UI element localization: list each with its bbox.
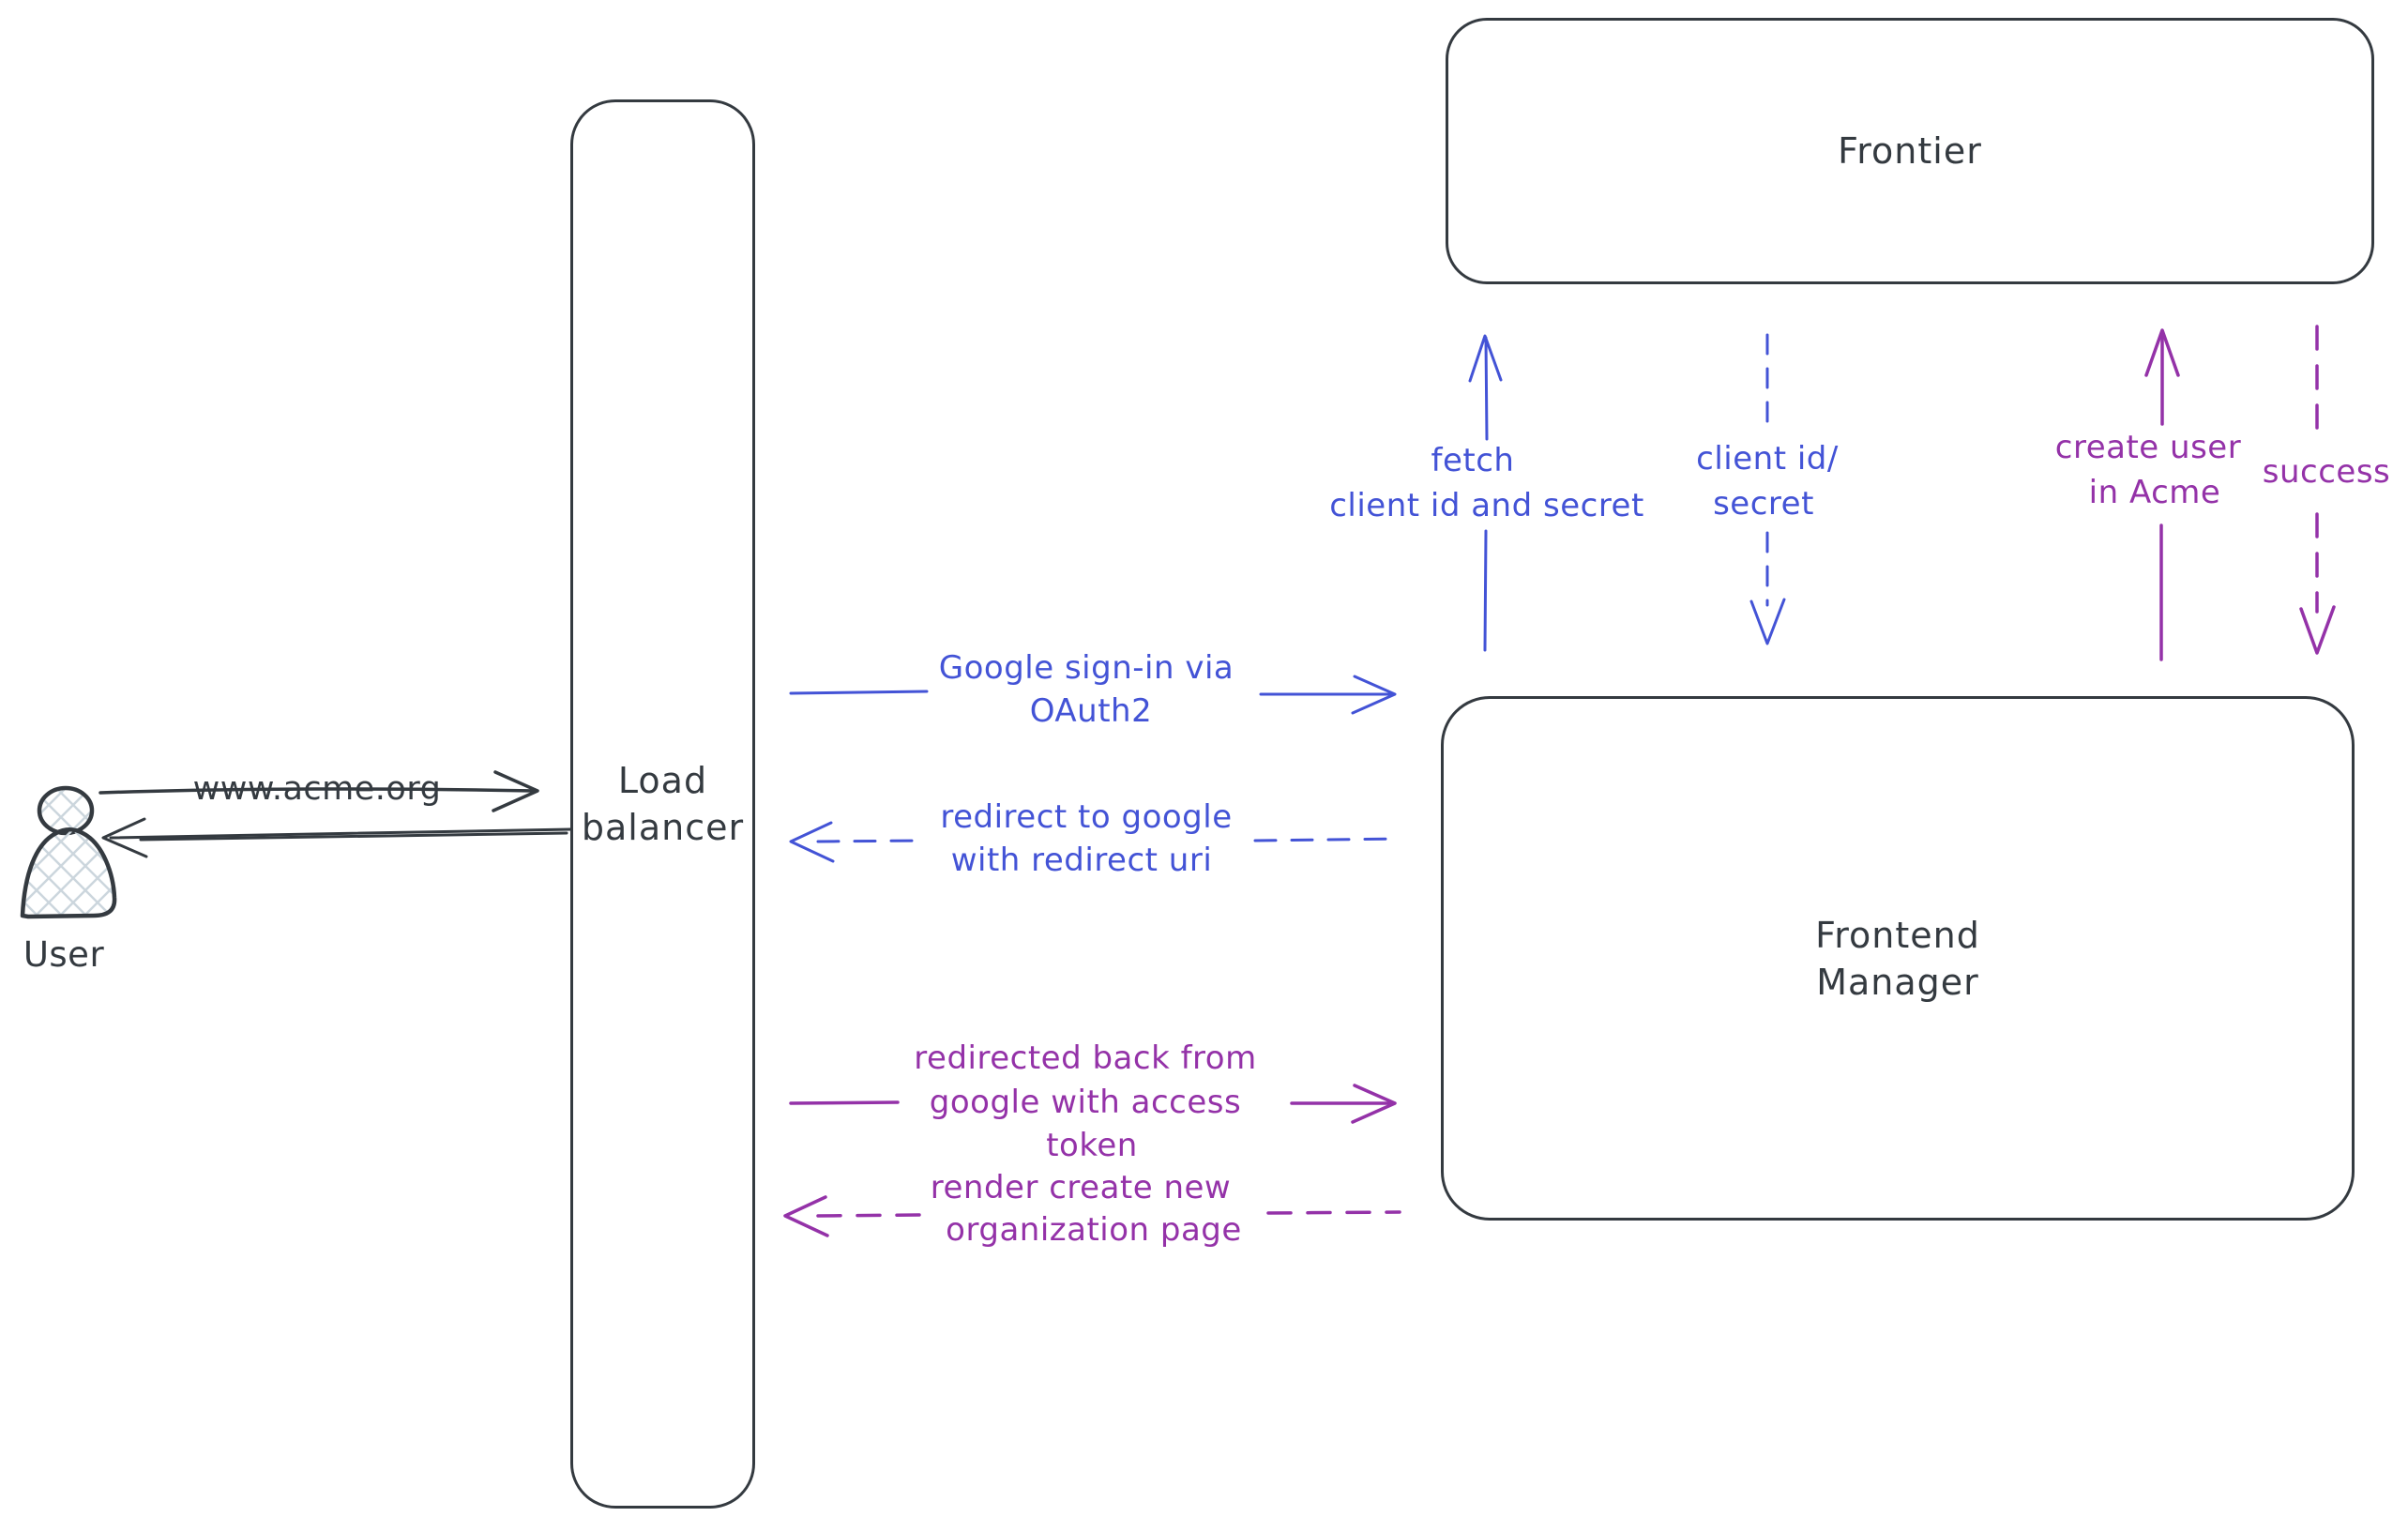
frontend-manager-label-line2: Manager [1816, 961, 1979, 1003]
edge-label-fetch-line2: client id and secret [1329, 487, 1644, 524]
edge-label-render-org-line2: organization page [946, 1211, 1242, 1249]
node-load-balancer[interactable]: Load balancer [570, 99, 755, 1509]
edge-label-create-user-line2: in Acme [2088, 474, 2221, 511]
edge-label-client-id-line1: client id/ [1696, 440, 1839, 478]
edge-label-www-acme-org: www.acme.org [192, 770, 442, 808]
arrow-redirected-back[interactable] [789, 1084, 1397, 1124]
edge-label-success: success [2262, 453, 2391, 491]
node-frontier[interactable]: Frontier [1446, 18, 2374, 284]
user-label: User [23, 934, 105, 975]
arrow-client-id-secret[interactable] [1749, 333, 1786, 645]
edge-label-redirect-google-line2: with redirect uri [950, 842, 1213, 879]
arrow-create-user[interactable] [2144, 328, 2180, 661]
edge-label-redirected-back-line2: google with access [929, 1084, 1242, 1121]
arrow-user-to-lb[interactable] [98, 770, 539, 812]
load-balancer-label-line1: Load [617, 760, 708, 801]
edge-label-google-signin-line1: Google sign-in via [938, 649, 1234, 687]
arrow-success[interactable] [2299, 325, 2336, 655]
load-balancer-label-line2: balancer [581, 807, 745, 848]
arrow-lb-to-user[interactable] [101, 817, 572, 858]
arrow-redirect-google[interactable] [789, 821, 1401, 863]
edge-label-fetch-line1: fetch [1431, 442, 1515, 479]
edge-label-google-signin-line2: OAuth2 [1029, 692, 1153, 730]
arrow-google-signin[interactable] [789, 675, 1397, 715]
edge-label-create-user-line1: create user [2054, 429, 2242, 466]
frontend-manager-label-line1: Frontend [1815, 914, 1980, 956]
edge-label-render-org-line1: render create new [930, 1169, 1232, 1206]
arrow-render-org-page[interactable] [783, 1195, 1401, 1237]
edge-label-redirected-back-line1: redirected back from [914, 1039, 1257, 1077]
user-icon[interactable] [20, 785, 117, 919]
arrow-fetch-client[interactable] [1468, 334, 1503, 652]
edge-label-redirected-back-line3: token [1046, 1127, 1138, 1164]
node-frontend-manager[interactable]: Frontend Manager [1441, 696, 2355, 1221]
edge-label-redirect-google-line1: redirect to google [940, 798, 1233, 836]
edge-label-client-id-line2: secret [1713, 485, 1814, 523]
frontier-label: Frontier [1838, 130, 1982, 172]
